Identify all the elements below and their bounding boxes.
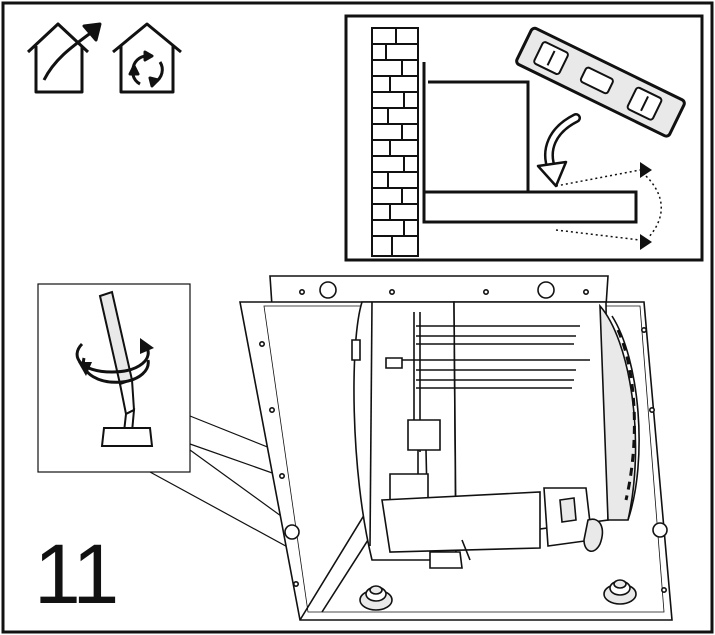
rotate-arrow-icon	[78, 362, 92, 376]
hood-body	[239, 275, 673, 621]
tilt-arrow-up-icon	[640, 162, 652, 178]
screw-right	[603, 579, 637, 605]
house-recirculation-icon	[112, 22, 182, 94]
screwdriver-detail-inset	[37, 283, 191, 473]
tilt-indicator	[555, 169, 662, 241]
hood-profile	[422, 62, 638, 224]
place-arrow-icon	[536, 113, 581, 188]
rotate-arrow-icon	[140, 338, 154, 354]
step-number: 11	[34, 527, 119, 621]
house-extraction-icon	[26, 22, 102, 94]
spirit-level	[515, 26, 686, 138]
brick-wall	[371, 27, 419, 257]
level-detail-inset	[344, 14, 704, 262]
screw-left	[359, 585, 393, 611]
tilt-arrow-down-icon	[640, 234, 652, 250]
